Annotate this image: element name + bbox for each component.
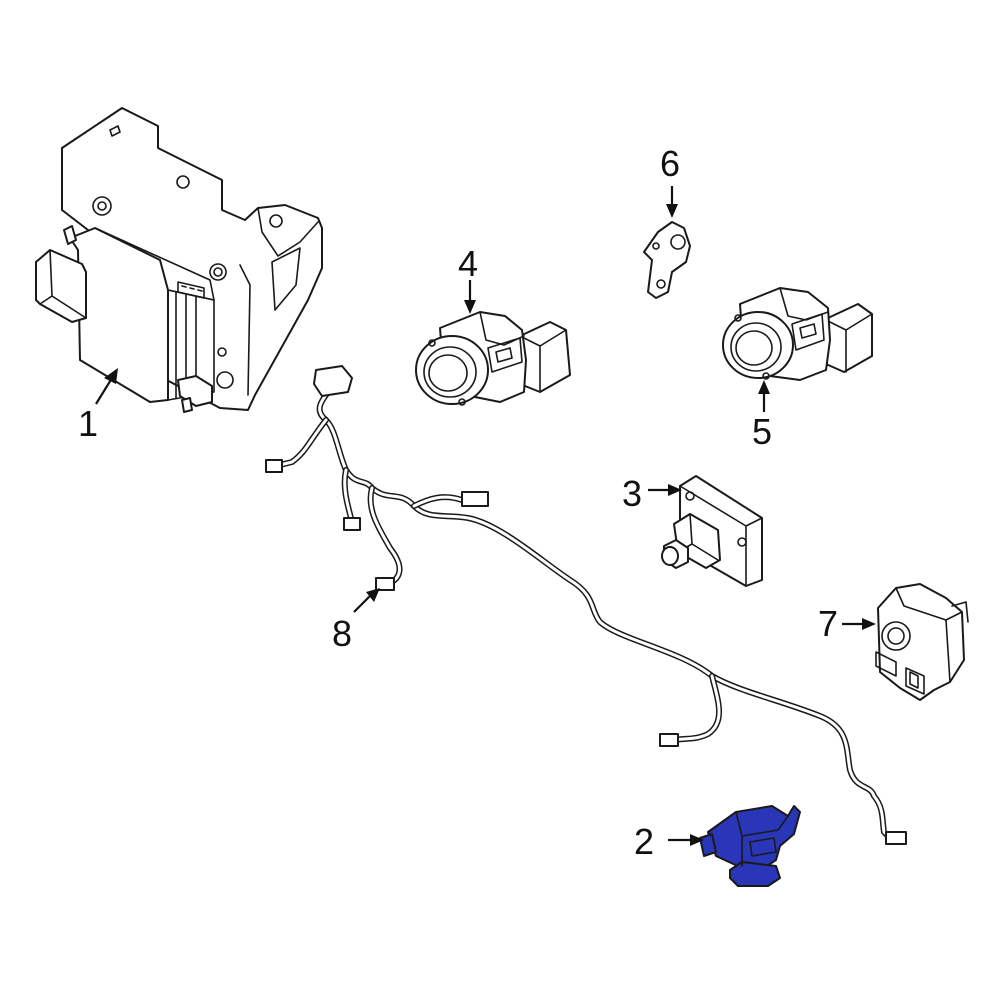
- part-1-control-module: [35, 107, 323, 413]
- part-6-bracket: [643, 221, 691, 299]
- callout-5: 5: [752, 411, 772, 452]
- part-8-wiring-harness: [265, 365, 907, 845]
- callout-6: 6: [660, 143, 680, 184]
- part-2-highlighted-sensor: [699, 805, 801, 887]
- callout-8: 8: [332, 613, 352, 654]
- part-5-parking-sensor: [722, 287, 873, 381]
- part-3-sensor: [661, 475, 763, 587]
- callout-4: 4: [458, 243, 478, 284]
- callout-leaders: [95, 186, 876, 846]
- callout-1: 1: [78, 403, 98, 444]
- callout-7: 7: [818, 603, 838, 644]
- callout-labels: 1 2 3 4 5 6 7 8: [78, 143, 838, 862]
- callout-3: 3: [622, 473, 642, 514]
- callout-2: 2: [634, 821, 654, 862]
- part-4-parking-sensor: [415, 311, 571, 406]
- part-7-actuator: [875, 583, 969, 701]
